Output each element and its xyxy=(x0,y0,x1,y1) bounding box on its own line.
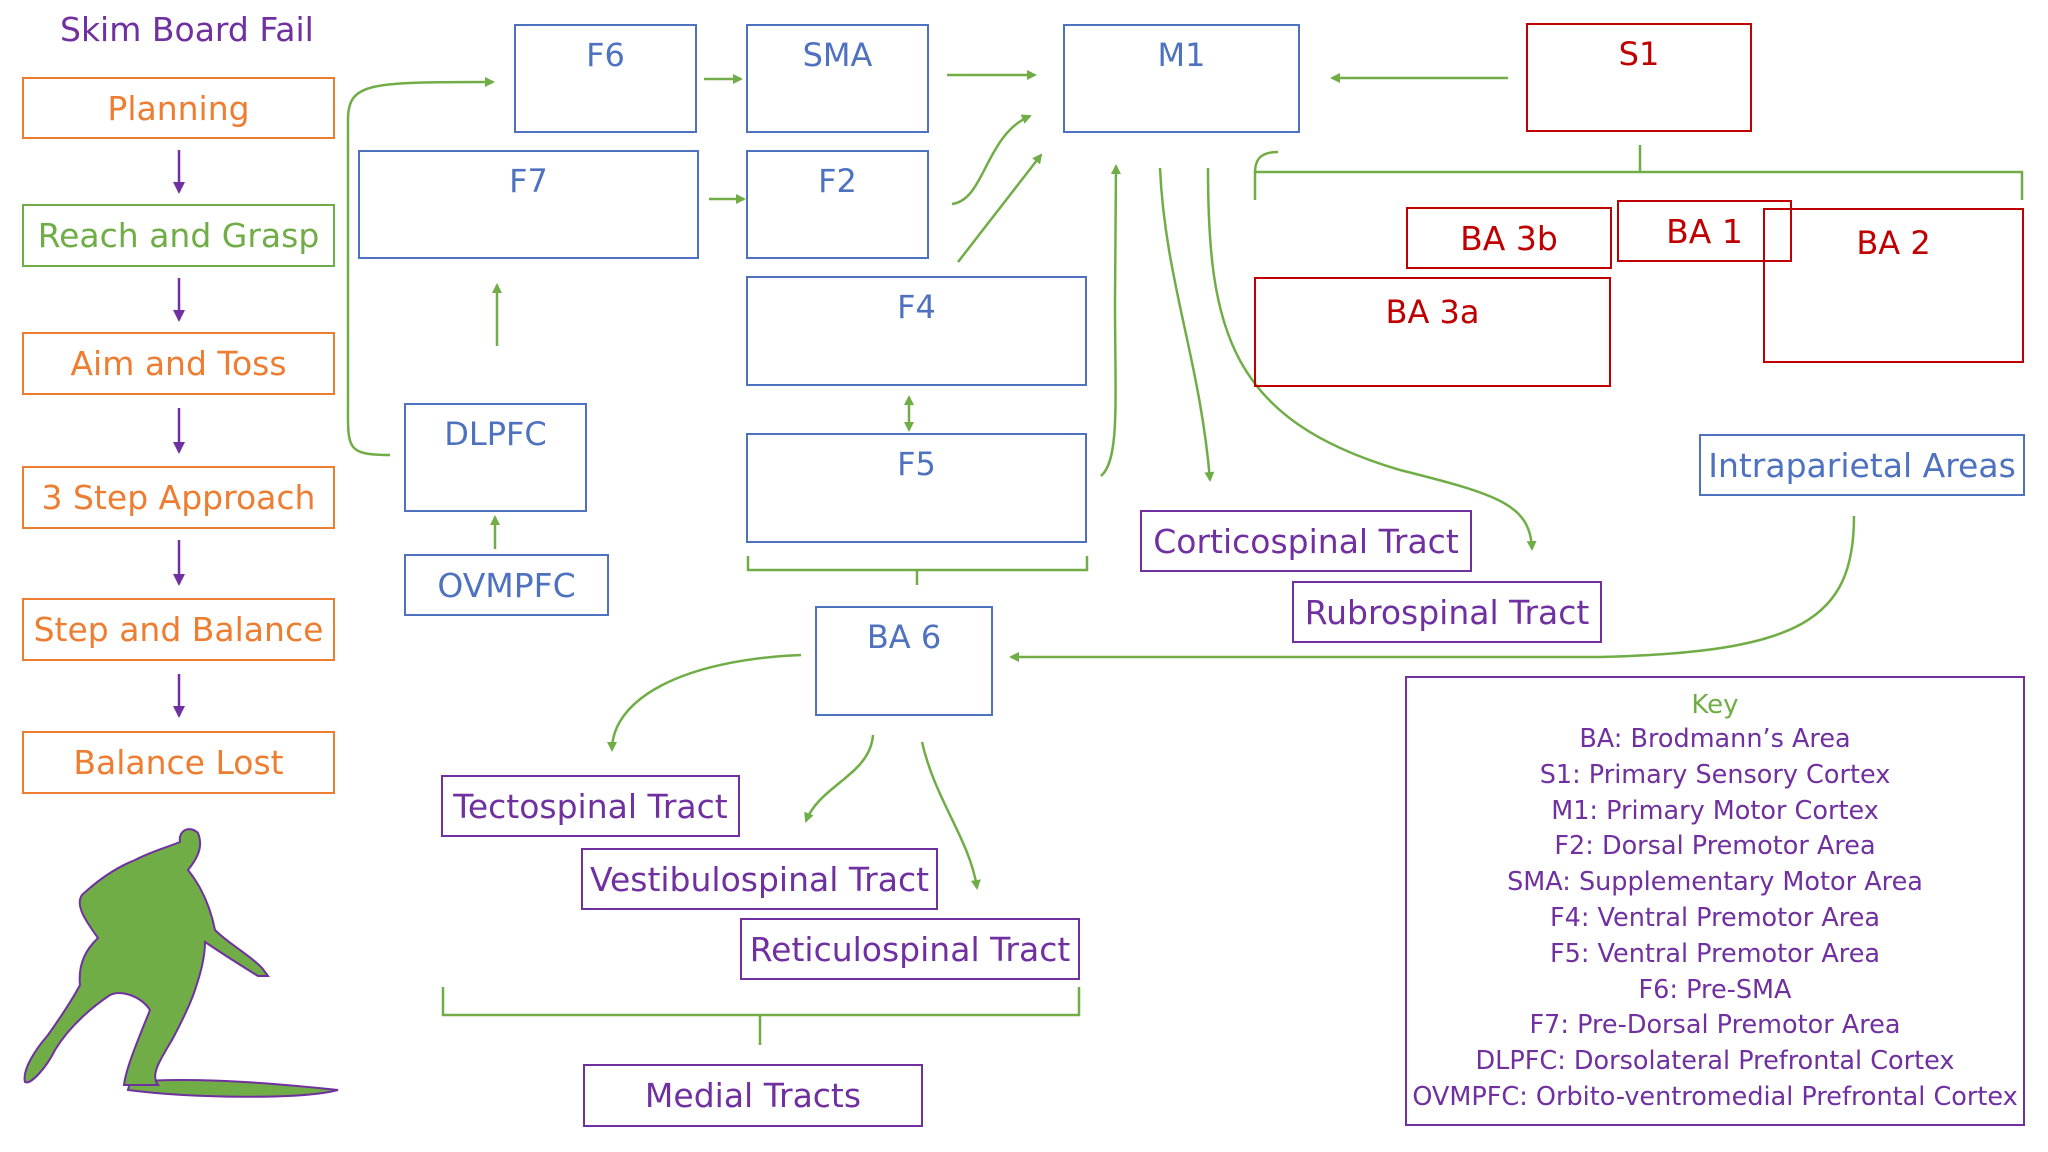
tract-medial: Medial Tracts xyxy=(583,1064,923,1127)
step-3-step-approach: 3 Step Approach xyxy=(22,466,335,529)
tract-label: Corticospinal Tract xyxy=(1153,521,1459,561)
area-ba6-label: BA 6 xyxy=(866,618,942,656)
tract-label: Reticulospinal Tract xyxy=(749,929,1071,969)
area-f7: F7 xyxy=(358,150,699,259)
key-entry: M1: Primary Motor Cortex xyxy=(1551,795,1879,826)
area-sma: SMA xyxy=(746,24,929,133)
tract-corticospinal: Corticospinal Tract xyxy=(1140,510,1472,572)
key-entry: BA: Brodmann’s Area xyxy=(1579,724,1851,754)
tract-vestibulospinal: Vestibulospinal Tract xyxy=(581,848,938,910)
arrow-m1-to-corticospinal xyxy=(1158,167,1215,482)
area-dlpfc: DLPFC xyxy=(404,403,587,512)
area-f2: F2 xyxy=(746,150,929,259)
area-m1-label: M1 xyxy=(1157,36,1206,74)
area-f5: F5 xyxy=(746,433,1087,543)
step-label: Reach and Grasp xyxy=(37,216,320,255)
key-title: Key xyxy=(1691,690,1739,720)
key-entry: F5: Ventral Premotor Area xyxy=(1549,938,1881,969)
area-intraparietal: Intraparietal Areas xyxy=(1699,434,2025,496)
medial-tracts-brace xyxy=(441,987,1081,1045)
tract-label: Vestibulospinal Tract xyxy=(589,859,930,899)
area-f4: F4 xyxy=(746,276,1087,386)
person-shape xyxy=(23,828,270,1086)
arrow-dlpfc-to-f6 xyxy=(346,77,495,457)
arrow-ba6-to-tectospinal xyxy=(607,653,802,752)
area-s1: S1 xyxy=(1526,23,1752,132)
step-reach-and-grasp: Reach and Grasp xyxy=(22,204,335,267)
page-title: Skim Board Fail xyxy=(60,10,314,49)
step-balance-lost: Balance Lost xyxy=(22,731,335,794)
area-ba3a-label: BA 3a xyxy=(1385,293,1480,331)
arrow-ba6-to-vestibulospinal xyxy=(804,734,875,823)
area-ba1-label: BA 1 xyxy=(1666,211,1743,251)
key-entry: S1: Primary Sensory Cortex xyxy=(1539,759,1891,790)
area-ba2-label: BA 2 xyxy=(1856,224,1931,262)
pathway-arrows xyxy=(346,70,2024,1045)
step-planning: Planning xyxy=(22,77,335,139)
arrow-f4-to-m1 xyxy=(957,153,1043,263)
ba6-brace xyxy=(746,556,1089,585)
area-ba3b: BA 3b xyxy=(1406,207,1612,269)
area-ba6: BA 6 xyxy=(815,606,993,716)
area-s1-label: S1 xyxy=(1618,35,1660,73)
key-entry: F4: Ventral Premotor Area xyxy=(1549,902,1881,933)
area-sma-label: SMA xyxy=(802,36,873,74)
tract-tectospinal: Tectospinal Tract xyxy=(441,775,740,837)
arrow-m1-to-rubrospinal xyxy=(1206,167,1537,551)
tract-label: Tectospinal Tract xyxy=(453,786,728,826)
step-label: 3 Step Approach xyxy=(41,478,316,517)
tract-rubrospinal: Rubrospinal Tract xyxy=(1292,581,1602,643)
area-f2-label: F2 xyxy=(818,162,857,200)
area-ovmpfc: OVMPFC xyxy=(404,554,609,616)
s1-brace-left-end xyxy=(1253,150,1279,174)
area-f6-label: F6 xyxy=(586,36,625,74)
area-f6: F6 xyxy=(514,24,697,133)
arrow-intraparietal-to-ba6 xyxy=(1009,515,1856,662)
key-entry: F6: Pre-SMA xyxy=(1638,974,1792,1005)
area-ba3a: BA 3a xyxy=(1254,277,1611,387)
area-f5-label: F5 xyxy=(897,445,936,483)
key-entry: SMA: Supplementary Motor Area xyxy=(1507,867,1923,898)
skimboarder-silhouette xyxy=(23,828,339,1098)
arrow-ba6-to-reticulospinal xyxy=(920,741,981,890)
key-entry: F7: Pre-Dorsal Premotor Area xyxy=(1529,1010,1901,1041)
area-f7-label: F7 xyxy=(509,162,548,200)
step-aim-and-toss: Aim and Toss xyxy=(22,332,335,395)
skimboard-shape xyxy=(126,1079,339,1098)
step-label: Aim and Toss xyxy=(70,344,287,383)
tract-label: Rubrospinal Tract xyxy=(1304,592,1590,632)
area-ovmpfc-label: OVMPFC xyxy=(437,565,576,605)
legend-key: Key BA: Brodmann’s Area S1: Primary Sens… xyxy=(1405,676,2025,1126)
area-dlpfc-label: DLPFC xyxy=(444,415,547,453)
arrow-f5-to-m1 xyxy=(1100,164,1121,477)
step-label: Planning xyxy=(107,88,250,128)
tract-label: Medial Tracts xyxy=(644,1076,862,1115)
area-ba2: BA 2 xyxy=(1763,208,2024,363)
key-entry: OVMPFC: Orbito-ventromedial Prefrontal C… xyxy=(1412,1081,2018,1112)
step-step-and-balance: Step and Balance xyxy=(22,598,335,661)
area-ba1: BA 1 xyxy=(1617,200,1792,262)
tract-reticulospinal: Reticulospinal Tract xyxy=(740,918,1080,980)
area-m1: M1 xyxy=(1063,24,1300,133)
area-intraparietal-label: Intraparietal Areas xyxy=(1708,445,2016,485)
key-entry: DLPFC: Dorsolateral Prefrontal Cortex xyxy=(1475,1046,1955,1077)
step-label: Balance Lost xyxy=(73,743,284,782)
arrow-f2-to-m1 xyxy=(951,114,1032,206)
key-entry: F2: Dorsal Premotor Area xyxy=(1554,831,1876,862)
step-label: Step and Balance xyxy=(33,610,324,649)
s1-brace xyxy=(1253,145,2024,200)
area-f4-label: F4 xyxy=(897,288,936,326)
area-ba3b-label: BA 3b xyxy=(1460,218,1558,258)
